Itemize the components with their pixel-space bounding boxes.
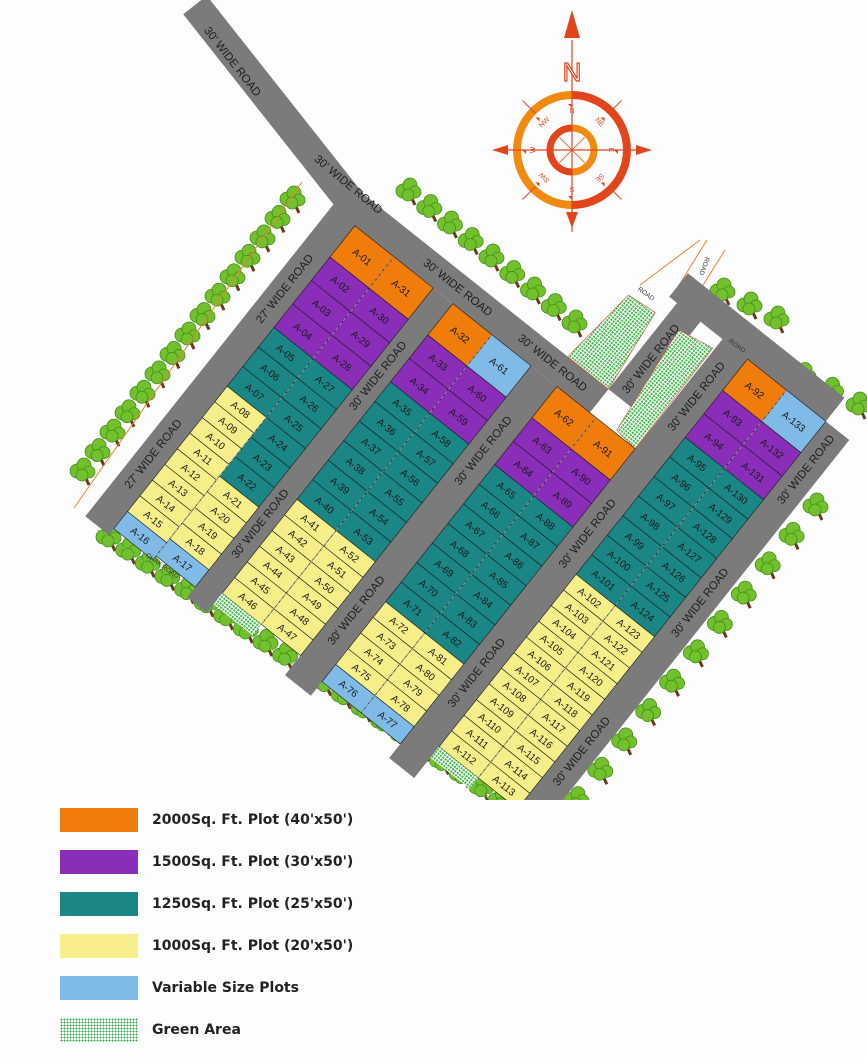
north-label: N — [563, 57, 582, 87]
legend-item-1500: 1500Sq. Ft. Plot (30'x50') — [60, 850, 353, 874]
tree-icon — [520, 276, 546, 305]
road-name-label: ROAD — [697, 256, 710, 276]
tree-icon — [845, 391, 867, 420]
boundary-line — [639, 239, 701, 286]
tree-icon — [457, 227, 484, 256]
tree-icon — [709, 277, 736, 306]
road — [669, 273, 845, 422]
tree-icon — [189, 302, 216, 331]
legend-label: 1000Sq. Ft. Plot (20'x50') — [152, 938, 354, 954]
green-area — [430, 746, 479, 789]
plot-a-17[interactable] — [155, 538, 210, 588]
tree-icon — [683, 639, 709, 668]
road-name-label: ROAD — [636, 286, 656, 303]
road — [331, 183, 609, 413]
tree-icon — [587, 756, 614, 785]
road — [284, 365, 557, 696]
tree-icon — [416, 194, 443, 223]
green-area — [567, 294, 656, 390]
tree-icon — [561, 309, 588, 338]
plot-divider — [477, 389, 787, 779]
legend-label: 1500Sq. Ft. Plot (30'x50') — [152, 854, 354, 870]
east-arrow-icon — [636, 145, 652, 155]
tree-icon — [95, 523, 122, 552]
legend-swatch — [60, 976, 138, 1000]
legend-swatch — [60, 892, 138, 916]
legend-swatch — [60, 850, 138, 874]
tree-icon — [437, 210, 463, 239]
compass-point-label: W — [530, 146, 537, 153]
compass-point-label: E — [607, 148, 614, 153]
compass-point-label: NW — [538, 116, 551, 129]
tree-icon — [144, 360, 171, 389]
tree-icon — [563, 786, 590, 800]
tree-icon — [802, 492, 829, 521]
compass-point-label: N — [569, 108, 574, 115]
road — [187, 287, 453, 613]
tree-icon — [754, 551, 781, 580]
tree-icon — [84, 438, 111, 467]
tree-icon — [159, 341, 186, 370]
legend-item-2000: 2000Sq. Ft. Plot (40'x50') — [60, 808, 353, 832]
road — [492, 421, 850, 800]
compass-point-label: S — [569, 185, 574, 192]
legend-swatch — [60, 808, 138, 832]
south-arrow-icon — [566, 212, 578, 228]
tree-icon — [249, 224, 276, 253]
tree-rows — [69, 177, 867, 800]
legend-item-variable: Variable Size Plots — [60, 976, 353, 1000]
tree-icon — [635, 698, 662, 727]
legend-item-1000: 1000Sq. Ft. Plot (20'x50') — [60, 934, 353, 958]
tree-icon — [99, 418, 126, 447]
legend-item-green: Green Area — [60, 1018, 353, 1042]
tree-icon — [736, 291, 763, 320]
tree-icon — [395, 177, 422, 206]
tree-icon — [706, 610, 733, 639]
plot-a-47[interactable] — [260, 608, 314, 657]
site-plan-map: A-01A-02A-03A-04A-05A-06A-07A-08A-09A-10… — [69, 0, 867, 800]
north-arrow-icon — [564, 10, 580, 38]
tree-icon — [778, 521, 805, 550]
tree-icon — [204, 282, 231, 311]
legend-swatch — [60, 1018, 138, 1042]
road — [389, 323, 760, 778]
tree-icon — [478, 243, 505, 272]
boundary-line — [675, 239, 708, 291]
tree-icon — [264, 205, 291, 234]
tree-icon — [611, 727, 638, 756]
boundary-line — [73, 181, 303, 509]
legend-label: Variable Size Plots — [152, 980, 299, 996]
plot-a-77[interactable] — [360, 695, 415, 745]
plot-divider — [152, 256, 395, 561]
tree-icon — [114, 399, 141, 428]
west-arrow-icon — [492, 145, 508, 155]
green-area — [213, 593, 262, 636]
compass-point-label: SW — [538, 170, 551, 183]
tree-icon — [69, 457, 96, 486]
tree-icon — [540, 293, 567, 322]
tree-icon — [134, 549, 161, 578]
tree-icon — [499, 260, 526, 289]
plot-divider — [261, 334, 493, 625]
plot-a-113[interactable] — [477, 761, 531, 800]
diagonal-road — [183, 0, 365, 215]
legend-label: 1250Sq. Ft. Plot (25'x50') — [152, 896, 354, 912]
tree-icon — [763, 305, 790, 334]
legend-item-1250: 1250Sq. Ft. Plot (25'x50') — [60, 892, 353, 916]
tree-icon — [659, 668, 685, 697]
tree-icon — [730, 580, 757, 609]
legend-label: 2000Sq. Ft. Plot (40'x50') — [152, 812, 354, 828]
compass-point-label: SE — [593, 171, 605, 183]
road — [85, 183, 374, 535]
legend-label: Green Area — [152, 1022, 241, 1038]
legend-swatch — [60, 934, 138, 958]
legend: 2000Sq. Ft. Plot (40'x50') 1500Sq. Ft. Pl… — [60, 808, 353, 1060]
plot-layout: A-01A-02A-03A-04A-05A-06A-07A-08A-09A-10… — [85, 183, 850, 800]
road — [608, 287, 713, 408]
tree-icon — [115, 536, 142, 565]
plot-divider — [360, 417, 597, 714]
